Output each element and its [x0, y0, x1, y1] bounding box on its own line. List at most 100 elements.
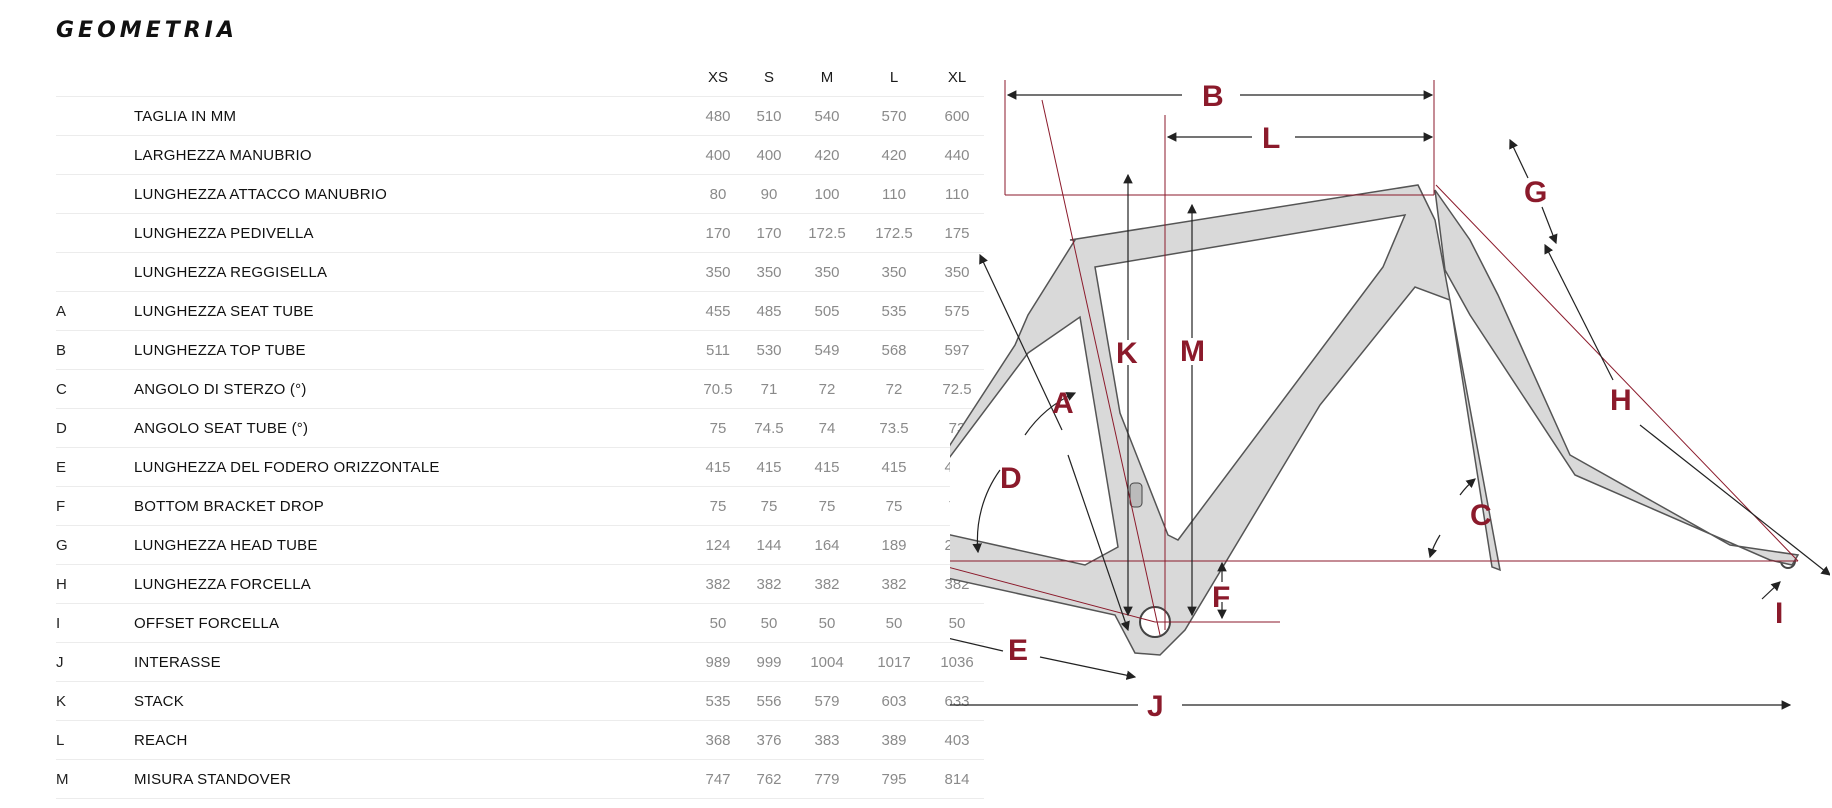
- size-value: 549: [796, 330, 858, 370]
- size-value: 795: [858, 759, 930, 799]
- size-value: 110: [930, 174, 984, 214]
- size-value: 50: [796, 603, 858, 643]
- row-label: ANGOLO DI STERZO (°): [134, 369, 694, 409]
- row-label: ANGOLO SEAT TUBE (°): [134, 408, 694, 448]
- label-G: G: [1524, 176, 1547, 209]
- size-value: 420: [796, 135, 858, 175]
- size-value: 124: [694, 525, 742, 565]
- size-value: 189: [858, 525, 930, 565]
- size-value: 747: [694, 759, 742, 799]
- size-value: 73.5: [858, 408, 930, 448]
- size-value: 540: [796, 96, 858, 136]
- size-value: 382: [694, 564, 742, 604]
- size-header: XL: [930, 58, 984, 97]
- row-code: H: [56, 564, 134, 604]
- row-label: LUNGHEZZA FORCELLA: [134, 564, 694, 604]
- size-value: 400: [694, 135, 742, 175]
- size-value: 568: [858, 330, 930, 370]
- row-code: B: [56, 330, 134, 370]
- row-label: BOTTOM BRACKET DROP: [134, 486, 694, 526]
- size-value: 403: [930, 720, 984, 760]
- row-label: LARGHEZZA MANUBRIO: [134, 135, 694, 175]
- size-value: 72.5: [930, 369, 984, 409]
- size-value: 350: [930, 252, 984, 292]
- size-value: 779: [796, 759, 858, 799]
- table-header-row: XS S M L XL: [56, 58, 984, 97]
- row-label: MISURA STANDOVER: [134, 759, 694, 799]
- size-value: 415: [796, 447, 858, 487]
- size-value: 814: [930, 759, 984, 799]
- row-code: D: [56, 408, 134, 448]
- size-value: 530: [742, 330, 796, 370]
- row-label: STACK: [134, 681, 694, 721]
- row-label: OFFSET FORCELLA: [134, 603, 694, 643]
- size-value: 382: [858, 564, 930, 604]
- size-value: 485: [742, 291, 796, 331]
- size-value: 480: [694, 96, 742, 136]
- size-value: 164: [796, 525, 858, 565]
- label-A: A: [1052, 387, 1074, 420]
- row-code: E: [56, 447, 134, 487]
- size-value: 420: [858, 135, 930, 175]
- size-value: 535: [858, 291, 930, 331]
- size-header: L: [858, 58, 930, 97]
- row-code: I: [56, 603, 134, 643]
- size-value: 90: [742, 174, 796, 214]
- row-code: [56, 135, 134, 175]
- size-value: 389: [858, 720, 930, 760]
- label-J: J: [1147, 690, 1164, 723]
- size-value: 110: [858, 174, 930, 214]
- size-value: 100: [796, 174, 858, 214]
- size-value: 382: [742, 564, 796, 604]
- size-value: 376: [742, 720, 796, 760]
- size-value: 1036: [930, 642, 984, 682]
- fork: [1434, 189, 1800, 566]
- header-label: [134, 58, 694, 97]
- size-value: 75: [694, 408, 742, 448]
- size-header: XS: [694, 58, 742, 97]
- row-code: [56, 174, 134, 214]
- size-value: 1004: [796, 642, 858, 682]
- row-label: LUNGHEZZA TOP TUBE: [134, 330, 694, 370]
- size-value: 368: [694, 720, 742, 760]
- size-value: 50: [858, 603, 930, 643]
- row-code: L: [56, 720, 134, 760]
- size-value: 762: [742, 759, 796, 799]
- row-label: LUNGHEZZA SEAT TUBE: [134, 291, 694, 331]
- size-value: 50: [742, 603, 796, 643]
- row-code: [56, 96, 134, 136]
- size-value: 170: [694, 213, 742, 253]
- row-code: [56, 213, 134, 253]
- size-value: 72: [858, 369, 930, 409]
- size-header: S: [742, 58, 796, 97]
- label-E: E: [1008, 634, 1028, 667]
- size-value: 50: [694, 603, 742, 643]
- size-value: 510: [742, 96, 796, 136]
- size-value: 511: [694, 330, 742, 370]
- size-value: 170: [742, 213, 796, 253]
- size-header: M: [796, 58, 858, 97]
- size-value: 350: [742, 252, 796, 292]
- label-K: K: [1116, 337, 1138, 370]
- size-value: 350: [694, 252, 742, 292]
- row-label: LUNGHEZZA DEL FODERO ORIZZONTALE: [134, 447, 694, 487]
- label-B: B: [1202, 80, 1224, 113]
- size-value: 440: [930, 135, 984, 175]
- size-value: 382: [796, 564, 858, 604]
- size-value: 400: [742, 135, 796, 175]
- frame-geometry-diagram: B L G K M H A D C F I E J: [950, 80, 1830, 723]
- size-value: 600: [930, 96, 984, 136]
- size-value: 579: [796, 681, 858, 721]
- row-label: LUNGHEZZA PEDIVELLA: [134, 213, 694, 253]
- size-value: 556: [742, 681, 796, 721]
- size-value: 415: [694, 447, 742, 487]
